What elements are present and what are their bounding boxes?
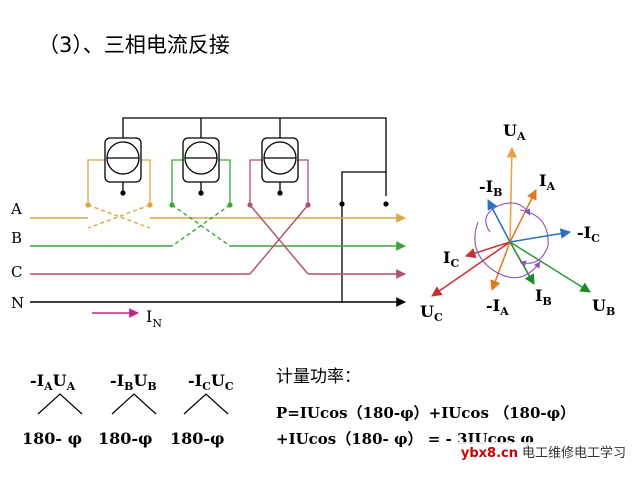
meter-b-current-leads: [171, 159, 231, 205]
neg-ib-label: -IB: [479, 177, 502, 199]
ub-vector: [509, 241, 591, 293]
phase-a-label: A: [10, 200, 22, 218]
formula-line-1: P=IUcos（180-φ）+IUcos （180-φ）: [276, 404, 575, 422]
phase-b-line: [30, 204, 406, 251]
ua-label: UA: [503, 121, 526, 143]
ia-label: IA: [539, 171, 555, 193]
page-title: （3）、三相电流反接: [38, 33, 230, 57]
uc-vector: [431, 241, 511, 297]
phasor-diagram: UA IA -IB -IC IC UC -IA IB UB: [420, 121, 615, 324]
pair-a: -IAUA 180- φ: [22, 371, 83, 448]
wiring-diagram: A B C N IN: [10, 117, 406, 330]
meter-b: [182, 137, 220, 183]
phase-a-line: [30, 204, 406, 229]
pair-a-label: -IAUA: [30, 371, 76, 393]
meter-c: [261, 137, 299, 183]
neg-ic-label: -IC: [577, 223, 600, 245]
angle-arcs: [474, 202, 549, 279]
pair-a-angle: 180- φ: [22, 429, 82, 448]
angle-pairs: -IAUA 180- φ -IBUB 180-φ -ICUC 180-φ: [22, 371, 234, 448]
pair-b-angle: 180-φ: [98, 429, 153, 448]
neg-ib-vector: [487, 199, 511, 243]
phase-c-line: [30, 204, 406, 279]
terminal-dots: [85, 190, 389, 208]
ib-label: IB: [535, 286, 552, 308]
ic-vector: [464, 241, 511, 259]
neg-ic-vector: [509, 228, 572, 243]
neutral-current-label: IN: [146, 307, 162, 330]
ua-vector: [506, 146, 518, 243]
uc-label: UC: [420, 302, 443, 324]
neg-ia-vector: [490, 241, 511, 291]
measured-power-label: 计量功率：: [276, 367, 361, 387]
phase-n-label: N: [11, 294, 24, 312]
phase-c-label: C: [11, 263, 22, 281]
pair-c-angle: 180-φ: [170, 429, 225, 448]
ic-label: IC: [443, 248, 459, 270]
ia-vector: [509, 189, 537, 243]
neg-ia-label: -IA: [486, 296, 509, 318]
phase-b-label: B: [11, 229, 22, 247]
ub-label: UB: [592, 296, 615, 318]
pair-c-label: -ICUC: [188, 371, 234, 393]
meter-c-current-leads: [249, 159, 309, 205]
meter-a-current-leads: [87, 159, 151, 205]
meter-a: [104, 137, 142, 183]
pair-b: -IBUB 180-φ: [98, 371, 157, 448]
watermark-site: ybx8.cn: [460, 446, 518, 461]
power-formula: 计量功率： P=IUcos（180-φ）+IUcos （180-φ） +IUco…: [276, 367, 575, 448]
pair-c: -ICUC 180-φ: [170, 371, 234, 448]
watermark-text: 电工维修电工学习: [521, 446, 626, 461]
pair-b-label: -IBUB: [110, 371, 157, 393]
